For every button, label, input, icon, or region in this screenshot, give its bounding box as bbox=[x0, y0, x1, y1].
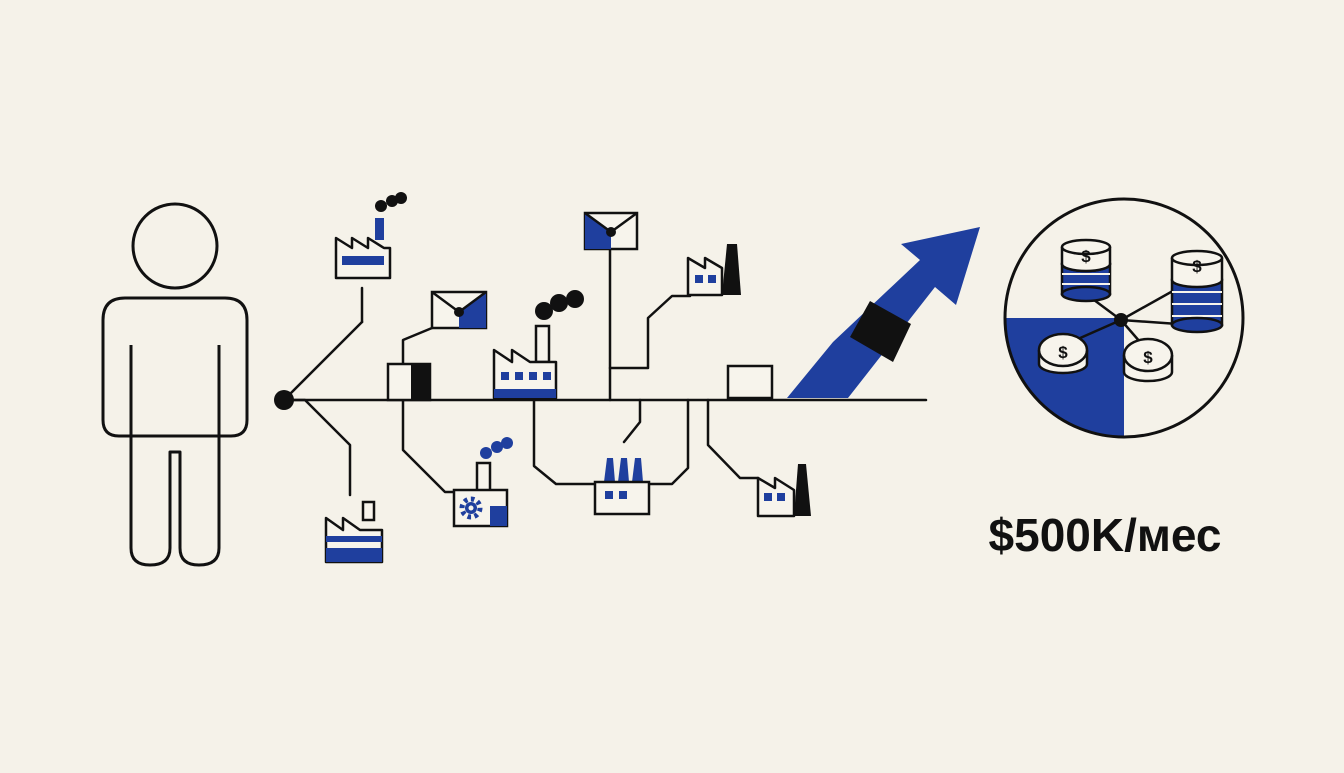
dollar-glyph: $ bbox=[1143, 348, 1153, 367]
revenue-label: $500K/мес bbox=[988, 509, 1222, 561]
factory-icon bbox=[324, 500, 384, 564]
dollar-coin-icon bbox=[1037, 332, 1089, 375]
dollar-coin-icon bbox=[1122, 337, 1174, 383]
person-outline-icon bbox=[101, 202, 249, 567]
dollar-glyph: $ bbox=[1192, 257, 1202, 276]
dollar-glyph: $ bbox=[1081, 247, 1091, 266]
factory-icon bbox=[452, 437, 513, 528]
money-network-circle: $ $ $ $ bbox=[1003, 197, 1245, 439]
gear-icon bbox=[459, 496, 483, 520]
warehouse-box-icon bbox=[386, 362, 432, 402]
warehouse-box-icon bbox=[726, 364, 774, 400]
factory-icon bbox=[686, 244, 741, 297]
envelope-icon bbox=[583, 211, 639, 251]
factory-icon bbox=[593, 458, 651, 516]
growth-arrow-icon bbox=[787, 227, 980, 398]
factory-icon bbox=[756, 464, 811, 518]
dollar-coin-icon bbox=[1060, 238, 1112, 303]
network-hub-icon bbox=[274, 390, 294, 410]
dollar-glyph: $ bbox=[1058, 343, 1068, 362]
factory-icon bbox=[334, 192, 407, 280]
dollar-coin-icon bbox=[1170, 249, 1224, 334]
envelope-icon bbox=[430, 290, 488, 330]
factory-icon bbox=[492, 290, 584, 400]
